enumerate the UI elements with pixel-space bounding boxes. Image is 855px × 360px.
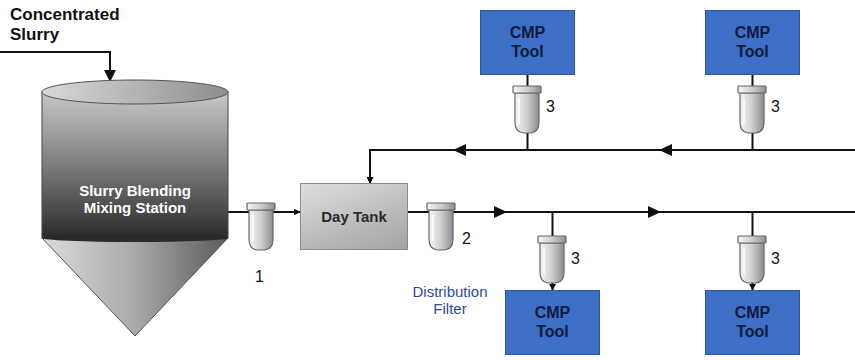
box-label: CMP Tool xyxy=(522,304,584,341)
feed-label: Concentrated Slurry xyxy=(10,5,150,44)
filter-cartridge xyxy=(427,203,455,250)
box-label: CMP Tool xyxy=(722,304,784,341)
feed-line xyxy=(0,52,110,76)
supply-line xyxy=(752,211,855,213)
filter-cartridge xyxy=(513,86,541,133)
tool-box: CMP Tool xyxy=(480,10,575,75)
flow-arrow xyxy=(453,144,466,156)
callout-number: 3 xyxy=(546,98,555,116)
flow-arrow xyxy=(659,144,672,156)
flow-line xyxy=(370,75,753,183)
callout-number: 3 xyxy=(771,98,780,116)
callout-number: 2 xyxy=(462,230,471,248)
box-label: CMP Tool xyxy=(497,24,559,61)
filter-label: Distribution Filter xyxy=(398,283,502,318)
filter-cartridge xyxy=(738,236,766,283)
day-tank: Day Tank xyxy=(300,183,408,250)
flow-line xyxy=(408,212,753,290)
return-line xyxy=(752,149,855,151)
tool-box: CMP Tool xyxy=(705,10,800,75)
flow-line xyxy=(370,75,528,183)
tank-label: Slurry Blending Mixing Station xyxy=(60,182,210,217)
tool-box: CMP Tool xyxy=(705,290,800,355)
mixing-tank: Slurry Blending Mixing Station xyxy=(40,78,230,340)
tool-box: CMP Tool xyxy=(505,290,600,355)
filter-cartridge xyxy=(538,236,566,283)
flow-arrow xyxy=(494,206,507,218)
flow-arrow xyxy=(648,206,661,218)
filter-cartridge xyxy=(247,203,275,250)
callout-number: 3 xyxy=(571,250,580,268)
box-label: Day Tank xyxy=(321,208,387,225)
filter-cartridge xyxy=(738,86,766,133)
box-label: CMP Tool xyxy=(722,24,784,61)
callout-number: 1 xyxy=(255,268,264,286)
callout-number: 3 xyxy=(771,250,780,268)
